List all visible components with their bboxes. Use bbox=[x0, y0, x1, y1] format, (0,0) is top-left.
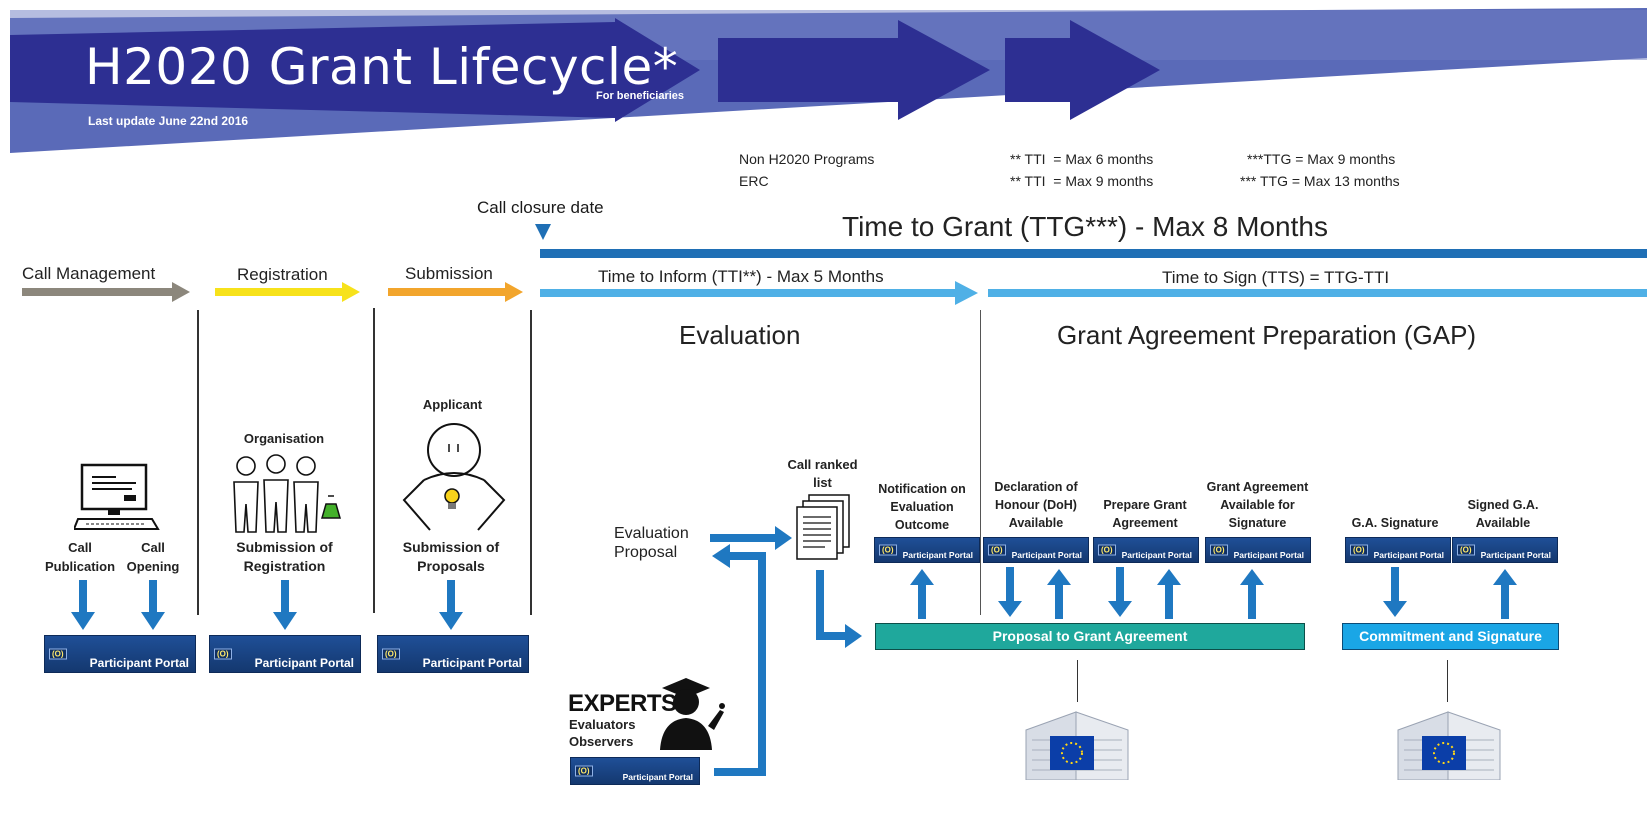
notification-label: Notification on Evaluation Outcome bbox=[878, 482, 966, 532]
note-ttg-1: ***TTG = Max 9 months bbox=[1247, 151, 1396, 167]
participant-portal-badge[interactable]: (O)Participant Portal bbox=[209, 635, 361, 673]
tts-label: Time to Sign (TTS) = TTG-TTI bbox=[1162, 268, 1390, 287]
divider-line bbox=[373, 308, 375, 613]
submission-label: Submission bbox=[405, 264, 493, 283]
organisation-people-icon bbox=[233, 454, 341, 533]
note-program-2: ERC bbox=[739, 173, 769, 189]
divider-line bbox=[197, 310, 199, 615]
divider-line bbox=[980, 310, 981, 615]
ttg-bar bbox=[540, 249, 1647, 258]
header-banner bbox=[10, 8, 1647, 153]
connector-line bbox=[1447, 660, 1448, 702]
note-ttg-2: *** TTG = Max 13 months bbox=[1240, 173, 1400, 189]
prepare-ga-label: Prepare Grant Agreement bbox=[1103, 498, 1187, 530]
commitment-signature-bar: Commitment and Signature bbox=[1342, 623, 1559, 650]
organisation-label: Organisation bbox=[243, 431, 325, 446]
gap-flow-arrows bbox=[910, 567, 1517, 619]
experts-observers: Observers bbox=[569, 734, 634, 749]
tti-label: Time to Inform (TTI**) - Max 5 Months bbox=[598, 267, 884, 286]
ga-available-label: Grant Agreement Available for Signature bbox=[1206, 480, 1309, 530]
evaluation-proposal-label: Evaluation Proposal bbox=[614, 525, 689, 561]
call-closure-marker bbox=[535, 224, 551, 240]
last-update-label: Last update June 22nd 2016 bbox=[88, 114, 249, 128]
submission-proposals-label: Submission of Proposals bbox=[402, 539, 500, 574]
eu-building-icon bbox=[1025, 711, 1129, 780]
call-management-label: Call Management bbox=[22, 264, 156, 283]
eu-building-icon bbox=[1397, 711, 1501, 780]
evaluation-flow-arrows bbox=[710, 526, 862, 776]
document-stack-icon bbox=[796, 494, 850, 560]
note-tti-2: ** TTI = Max 9 months bbox=[1010, 173, 1154, 189]
down-arrow bbox=[141, 580, 165, 630]
applicant-label: Applicant bbox=[422, 397, 483, 412]
down-arrow bbox=[71, 580, 95, 630]
computer-icon bbox=[74, 463, 160, 530]
submission-registration-label: Submission of Registration bbox=[236, 539, 333, 574]
experts-evaluators: Evaluators bbox=[569, 717, 636, 732]
participant-portal-badge[interactable]: (O)Participant Portal bbox=[1093, 537, 1199, 563]
expert-graduate-icon bbox=[660, 678, 725, 750]
participant-portal-badge[interactable]: (O)Participant Portal bbox=[874, 537, 980, 563]
call-ranked-list-label: Call ranked list bbox=[787, 457, 858, 490]
note-tti-1: ** TTI = Max 6 months bbox=[1010, 151, 1154, 167]
proposal-to-ga-bar: Proposal to Grant Agreement bbox=[875, 623, 1305, 650]
gap-heading: Grant Agreement Preparation (GAP) bbox=[1057, 320, 1477, 350]
call-publication-label: Call Publication bbox=[44, 540, 116, 574]
page-title: H2020 Grant Lifecycle* bbox=[85, 38, 679, 96]
participant-portal-badge[interactable]: (O)Participant Portal bbox=[44, 635, 196, 673]
divider-line bbox=[530, 310, 532, 615]
participant-portal-badge[interactable]: (O)Participant Portal bbox=[570, 757, 700, 785]
down-arrow bbox=[439, 580, 463, 630]
signed-ga-label: Signed G.A. Available bbox=[1467, 498, 1539, 530]
participant-portal-badge[interactable]: (O)Participant Portal bbox=[983, 537, 1089, 563]
participant-portal-badge[interactable]: (O)Participant Portal bbox=[1452, 537, 1558, 563]
page-subtitle: For beneficiaries bbox=[596, 90, 685, 102]
applicant-idea-icon bbox=[402, 423, 506, 531]
evaluation-heading: Evaluation bbox=[679, 320, 801, 350]
experts-title: EXPERTS bbox=[568, 690, 677, 717]
call-closure-label: Call closure date bbox=[477, 198, 604, 217]
participant-portal-badge[interactable]: (O)Participant Portal bbox=[1205, 537, 1311, 563]
participant-portal-badge[interactable]: (O)Participant Portal bbox=[377, 635, 529, 673]
phase-arrows bbox=[22, 281, 1647, 305]
ga-signature-label: G.A. Signature bbox=[1351, 516, 1439, 530]
connector-line bbox=[1077, 660, 1078, 702]
registration-label: Registration bbox=[237, 265, 328, 284]
declaration-label: Declaration of Honour (DoH) Available bbox=[994, 480, 1078, 530]
participant-portal-badge[interactable]: (O)Participant Portal bbox=[1345, 537, 1451, 563]
ttg-label: Time to Grant (TTG***) - Max 8 Months bbox=[842, 211, 1328, 242]
call-opening-label: Call Opening bbox=[126, 540, 180, 574]
down-arrow bbox=[273, 580, 297, 630]
note-program-1: Non H2020 Programs bbox=[739, 151, 875, 167]
